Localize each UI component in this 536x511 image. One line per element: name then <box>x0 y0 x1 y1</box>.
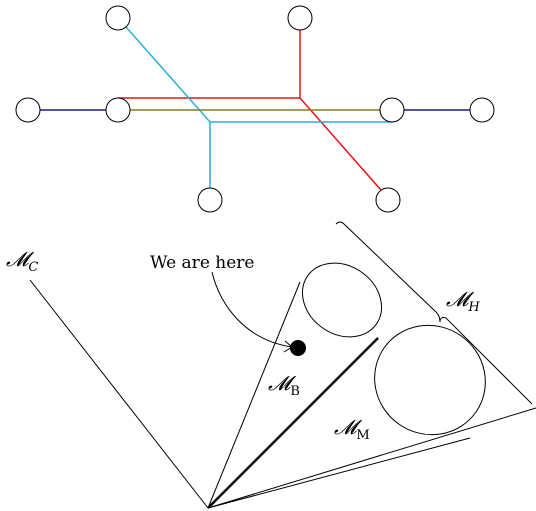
brace-h <box>335 221 533 405</box>
labels: 𝓜C 𝓜H 𝓜B 𝓜M We are here <box>6 247 480 443</box>
cone-b-left-edge <box>207 281 301 509</box>
node-top-left <box>105 5 131 31</box>
annotation-arrow <box>211 271 293 348</box>
red-line-diagonal <box>299 97 389 199</box>
we-are-here-dot <box>290 340 306 356</box>
label-m-h: 𝓜H <box>446 287 480 315</box>
shared-edge <box>207 337 379 509</box>
graph-nodes <box>15 5 495 213</box>
label-m-m: 𝓜M <box>334 415 370 443</box>
node-bottom-right <box>375 187 401 213</box>
node-top-right <box>287 5 313 31</box>
cyan-line <box>117 17 211 198</box>
node-right <box>379 97 405 123</box>
cone-c-right-edge <box>207 407 536 509</box>
label-m-c: 𝓜C <box>6 247 38 275</box>
node-far-left <box>15 97 41 123</box>
node-left <box>105 97 131 123</box>
node-bottom-left <box>197 187 223 213</box>
red-line <box>118 18 301 99</box>
cone-m-bottom-edge <box>207 437 471 509</box>
cone-m-base <box>374 324 486 436</box>
transit-graph <box>28 17 482 199</box>
cones-diagram <box>29 221 536 509</box>
cone-b-base <box>301 262 383 338</box>
node-far-right <box>469 97 495 123</box>
cone-c-left-edge <box>29 279 209 509</box>
label-m-b: 𝓜B <box>268 371 300 399</box>
annotation-text: We are here <box>150 253 254 273</box>
